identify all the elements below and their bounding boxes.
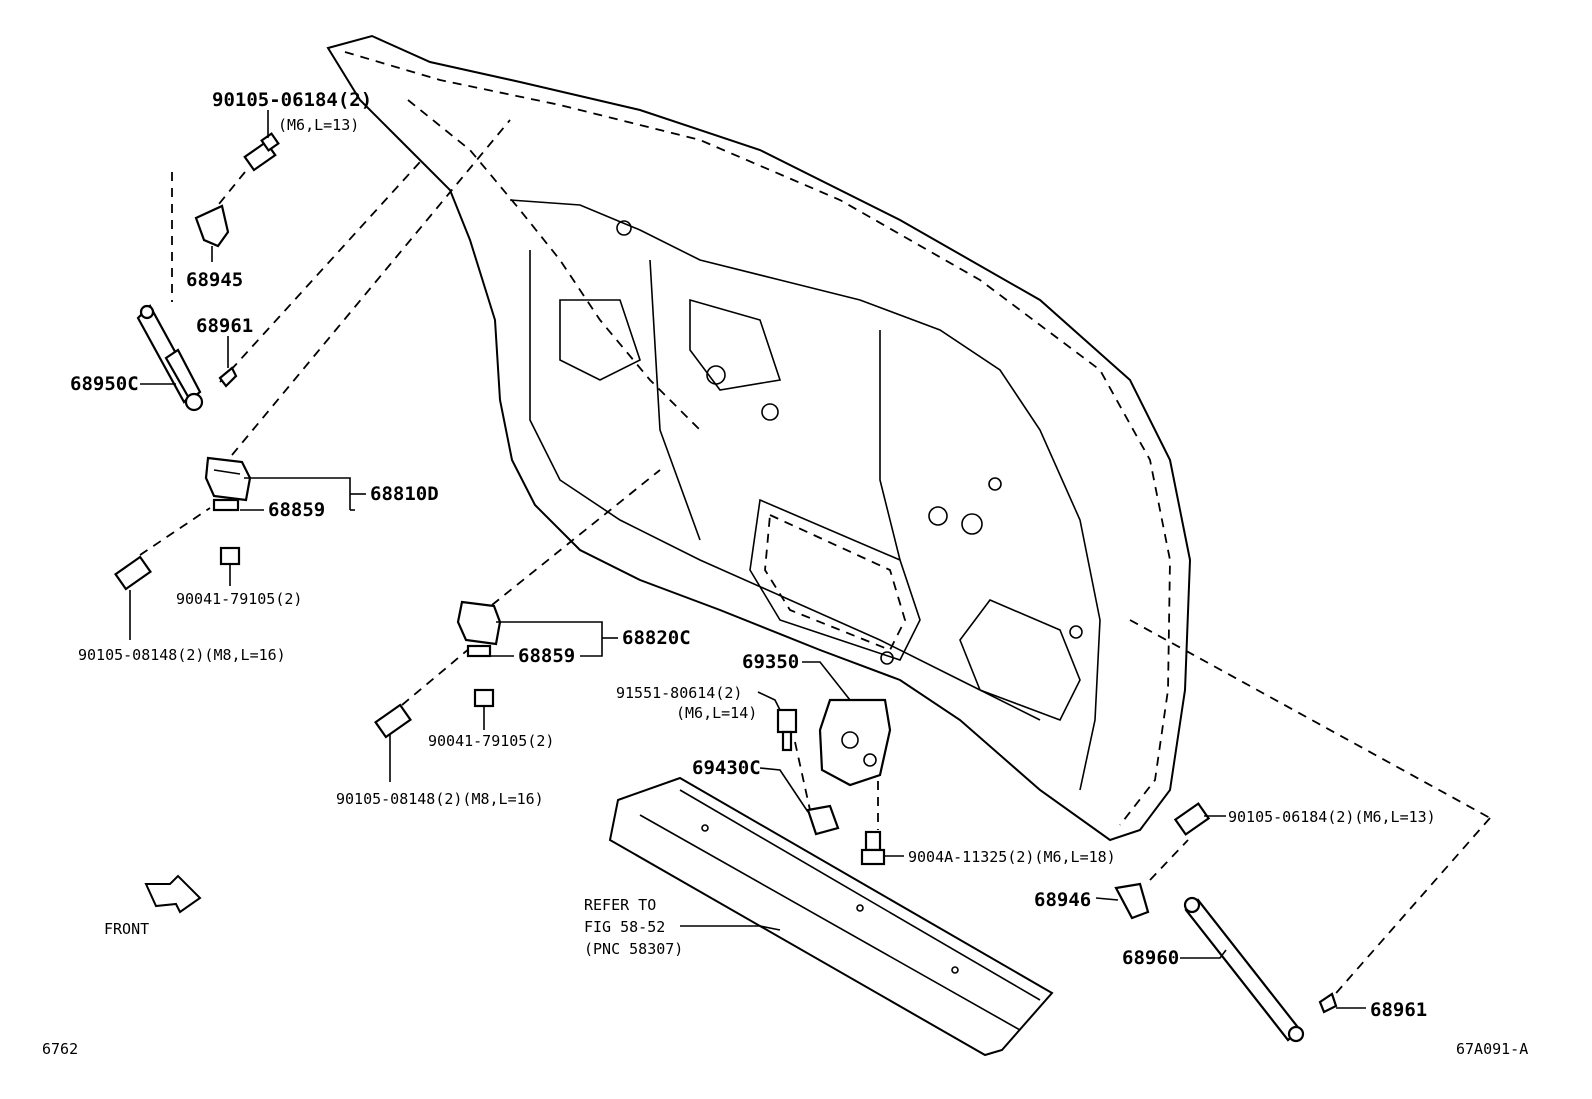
bolt-left-icon (114, 555, 152, 591)
label-bushing-right: 68859 (518, 645, 575, 667)
assembly-lines (139, 119, 1491, 1001)
label-stay-right: 68960 (1122, 947, 1179, 969)
stay-left-icon (136, 304, 204, 412)
label-bolt-left: 90105-08148(2)(M8,L=16) (78, 646, 286, 664)
label-stay-clip-lower: 68961 (1370, 999, 1427, 1021)
front-label: FRONT (104, 920, 149, 938)
label-lock-assy: 69350 (742, 651, 799, 673)
lock-bolt-icon (776, 708, 798, 752)
nut-left-icon (219, 546, 241, 566)
label-bolt-right: 90105-08148(2)(M8,L=16) (336, 790, 544, 808)
label-hinge-assy-left: 68810D (370, 483, 439, 505)
label-reference-line-3: (PNC 58307) (584, 940, 683, 958)
bolt-top-left-icon (243, 132, 280, 172)
leader-lines (129, 110, 1366, 1009)
label-hinge-bracket-upper: 68945 (186, 269, 243, 291)
label-reference-line-2: FIG 58-52 (584, 918, 665, 936)
label-stay-left: 68950C (70, 373, 139, 395)
striker-screw-icon (860, 830, 886, 866)
bolt-right-icon (374, 703, 412, 739)
page-code: 6762 (42, 1040, 78, 1058)
stay-clip-upper-icon (218, 366, 238, 388)
stay-clip-lower-icon (1318, 992, 1338, 1014)
label-striker: 69430C (692, 757, 761, 779)
label-nut-right: 90041-79105(2) (428, 732, 554, 750)
label-bolt-top-left-spec: (M6,L=13) (278, 116, 359, 134)
label-bolt-top-left: 90105-06184(2) (212, 89, 372, 111)
striker-icon (806, 804, 840, 836)
trunk-lid-panel (326, 34, 1192, 842)
lock-assembly-icon (818, 698, 892, 787)
label-hinge-bracket-lower: 68946 (1034, 889, 1091, 911)
stay-right-icon (1183, 896, 1305, 1043)
label-bushing-left: 68859 (268, 499, 325, 521)
label-striker-screw: 9004A-11325(2)(M6,L=18) (908, 848, 1116, 866)
label-nut-left: 90041-79105(2) (176, 590, 302, 608)
label-lock-bolt: 91551-80614(2) (616, 684, 742, 702)
label-stay-clip-upper: 68961 (196, 315, 253, 337)
label-hinge-assy-right: 68820C (622, 627, 691, 649)
hinge-bracket-lower-icon (1114, 882, 1150, 920)
label-bolt-lower-right: 90105-06184(2)(M6,L=13) (1228, 808, 1436, 826)
lower-trim-panel (608, 776, 1054, 1057)
front-arrow-icon (144, 874, 202, 914)
hinge-left-icon (204, 456, 252, 512)
hinge-bracket-upper-icon (194, 204, 230, 248)
label-reference-line-1: REFER TO (584, 896, 656, 914)
hinge-right-icon (456, 600, 502, 658)
label-lock-bolt-spec: (M6,L=14) (676, 704, 757, 722)
figure-code: 67A091-A (1456, 1040, 1528, 1058)
callout-labels: 90105-06184(2) (M6,L=13) 68945 68961 689… (70, 89, 1436, 1021)
nut-right-icon (473, 688, 495, 708)
bolt-lower-right-icon (1173, 802, 1211, 836)
